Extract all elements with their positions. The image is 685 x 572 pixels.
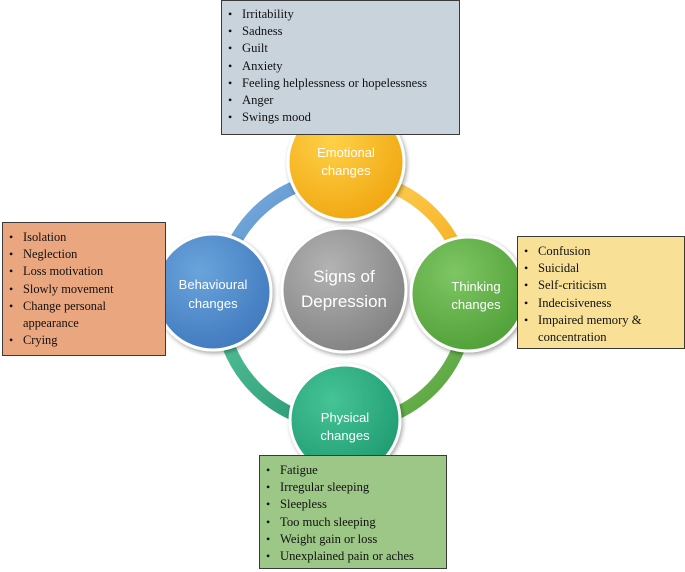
list-item: Weight gain or loss: [266, 531, 446, 548]
thinking-changes-box: Confusion Suicidal Self-criticism Indeci…: [517, 236, 685, 349]
list-item: Too much sleeping: [266, 514, 446, 531]
list-item: Slowly movement: [9, 281, 165, 298]
list-item: Change personal appearance: [9, 298, 148, 332]
list-item: Guilt: [228, 40, 459, 57]
list-item: Feeling helplessness or hopelessness: [228, 75, 459, 92]
list-item: Sleepless: [266, 496, 446, 513]
physical-label-line2: changes: [320, 428, 370, 443]
emotional-changes-box: Irritability Sadness Guilt Anxiety Feeli…: [221, 0, 460, 135]
list-item: Swings mood: [228, 109, 459, 126]
list-item: Impaired memory & concentration: [524, 312, 678, 346]
list-item: Fatigue: [266, 462, 446, 479]
behavioural-changes-box: Isolation Neglection Loss motivation Slo…: [2, 222, 166, 356]
thinking-label-line2: changes: [451, 297, 501, 312]
list-item: Anger: [228, 92, 459, 109]
center-label-line1: Signs of: [313, 267, 375, 286]
list-item: Irritability: [228, 6, 459, 23]
list-item: Anxiety: [228, 58, 459, 75]
physical-changes-box: Fatigue Irregular sleeping Sleepless Too…: [259, 455, 447, 569]
emotional-list: Irritability Sadness Guilt Anxiety Feeli…: [222, 6, 459, 127]
center-node: Signs of Depression: [280, 226, 408, 354]
list-item: Self-criticism: [524, 277, 684, 294]
behavioural-list: Isolation Neglection Loss motivation Slo…: [3, 229, 165, 350]
list-item: Isolation: [9, 229, 165, 246]
list-item: Neglection: [9, 246, 165, 263]
list-item: Indecisiveness: [524, 295, 684, 312]
list-item: Irregular sleeping: [266, 479, 446, 496]
physical-list: Fatigue Irregular sleeping Sleepless Too…: [260, 462, 446, 565]
behavioural-label-line1: Behavioural: [179, 277, 248, 292]
list-item: Crying: [9, 332, 165, 349]
thinking-node: Thinking changes: [409, 235, 527, 353]
emotional-label-line2: changes: [321, 163, 371, 178]
list-item: Unexplained pain or aches: [266, 548, 446, 565]
emotional-label-line1: Emotional: [317, 145, 375, 160]
thinking-list: Confusion Suicidal Self-criticism Indeci…: [518, 243, 684, 346]
behavioural-node: Behavioural changes: [153, 232, 273, 352]
list-item: Sadness: [228, 23, 459, 40]
list-item: Confusion: [524, 243, 684, 260]
physical-label-line1: Physical: [321, 410, 370, 425]
behavioural-label-line2: changes: [188, 296, 238, 311]
center-label-line2: Depression: [301, 292, 387, 311]
list-item: Loss motivation: [9, 263, 165, 280]
list-item: Suicidal: [524, 260, 684, 277]
thinking-label-line1: Thinking: [451, 279, 500, 294]
